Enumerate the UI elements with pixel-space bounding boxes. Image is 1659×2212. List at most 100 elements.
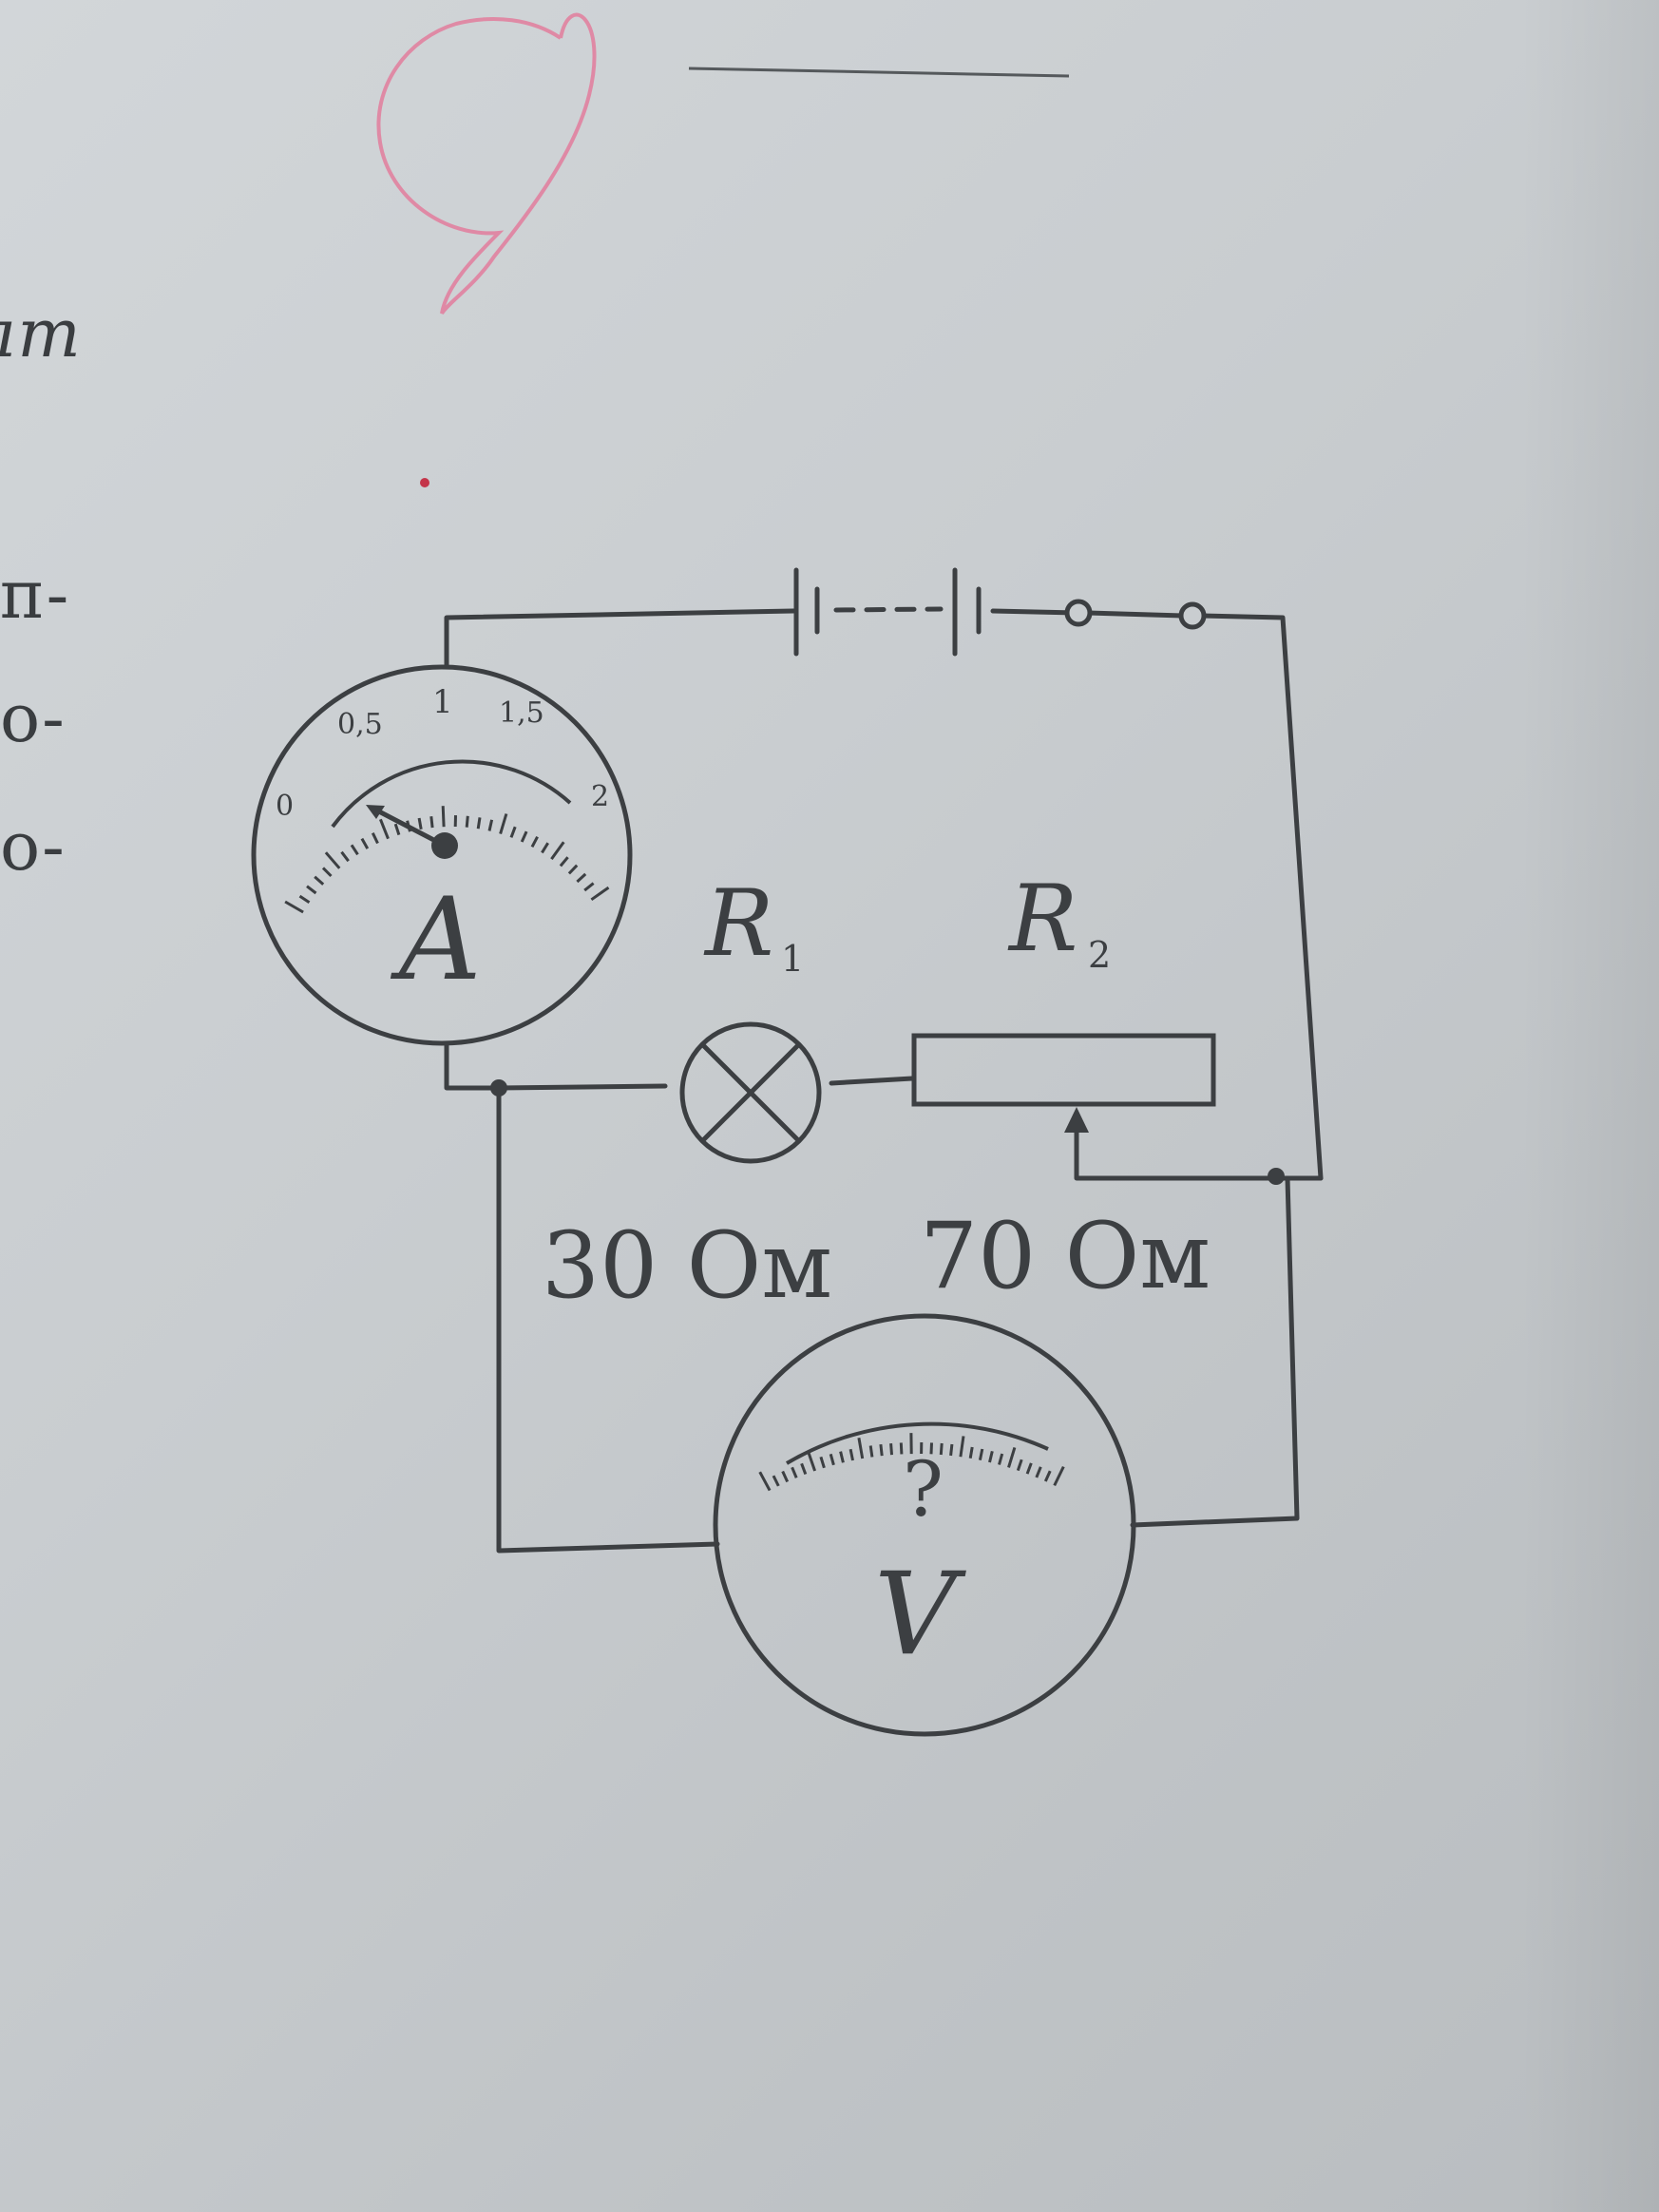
margin-fragment-3: о- (0, 679, 67, 757)
ammeter-scale-tick (476, 817, 482, 830)
voltmeter: ? V (713, 1313, 1136, 1737)
voltmeter-scale-tick (1053, 1465, 1065, 1487)
voltmeter-scale-tick (1035, 1466, 1042, 1478)
voltmeter-scale-tick (791, 1466, 798, 1478)
voltmeter-scale-tick (839, 1451, 845, 1463)
ammeter-scale-tick (314, 875, 325, 886)
ammeter-scale-label-0-5: 0,5 (337, 708, 383, 741)
margin-fragment-2: п- (0, 556, 71, 634)
switch-contact-left (1064, 599, 1093, 627)
ammeter-letter: A (390, 874, 482, 1006)
lamp-r1 (679, 1021, 822, 1164)
ammeter-scale-tick (441, 806, 446, 828)
ammeter-scale-tick (541, 842, 549, 854)
ammeter-scale-tick (324, 851, 341, 869)
ammeter-scale-tick (583, 882, 595, 892)
voltmeter-scale-tick (879, 1443, 884, 1457)
voltmeter-scale-tick (949, 1443, 954, 1457)
voltmeter-scale-tick (849, 1448, 854, 1461)
top-rule-line (688, 67, 1070, 78)
ammeter-scale-tick (393, 823, 401, 836)
rheostat-resistance: 70 Ом (920, 1203, 1211, 1309)
ammeter-scale-tick (559, 856, 569, 868)
voltmeter-scale-tick (868, 1445, 874, 1458)
ammeter-scale-tick (284, 900, 304, 914)
voltmeter-scale-tick (939, 1442, 944, 1456)
voltmeter-scale-tick (1043, 1470, 1052, 1482)
voltmeter-scale-tick (899, 1442, 904, 1455)
voltmeter-scale-tick (998, 1453, 1004, 1465)
ammeter-scale-tick (379, 818, 390, 840)
ammeter-scale-tick (509, 826, 517, 838)
rheostat-label: R (1007, 866, 1077, 972)
voltmeter-scale-tick (1016, 1459, 1023, 1472)
wire-battery-dashes (833, 606, 944, 613)
wire-voltmeter-to-right-node (1130, 1175, 1300, 1528)
wire-top-left (444, 608, 796, 670)
voltmeter-scale-tick (806, 1450, 817, 1472)
ammeter-scale-tick (499, 813, 508, 835)
wire-battery-to-switch (990, 608, 1079, 616)
page-shadow (1520, 0, 1659, 2212)
rheostat-r2 (911, 1033, 1216, 1107)
ammeter-scale-tick (340, 850, 350, 863)
voltmeter-scale-tick (800, 1462, 808, 1476)
junction-node-right (1268, 1168, 1285, 1185)
ammeter-scale-tick (429, 816, 434, 829)
voltmeter-scale-tick (889, 1442, 893, 1456)
battery-symbol (793, 567, 982, 657)
ammeter-scale-tick (321, 867, 333, 878)
ammeter-scale-label-1-5: 1,5 (499, 696, 544, 730)
voltmeter-letter: V (874, 1549, 966, 1681)
wire-slider-return (1074, 1152, 1324, 1181)
ammeter: 0 0,5 1 1,5 2 A (251, 664, 633, 1046)
ammeter-scale-tick (298, 894, 311, 905)
ammeter-pivot (431, 832, 458, 859)
ammeter-scale-label-1: 1 (432, 683, 453, 721)
switch-contact-right (1178, 601, 1207, 630)
rheostat-slider-arrow (1064, 1107, 1089, 1133)
ammeter-scale-tick (530, 835, 539, 849)
lamp-label: R (703, 870, 773, 977)
red-dot (420, 478, 429, 487)
voltmeter-scale-tick (1007, 1446, 1017, 1468)
voltmeter-reading: ? (903, 1445, 944, 1534)
voltmeter-scale-tick (988, 1450, 994, 1463)
rheostat-label-subscript: 2 (1088, 934, 1111, 976)
margin-fragment-4: о- (0, 808, 67, 886)
voltmeter-scale-ticks (758, 1433, 1065, 1492)
wire-between-switch-contacts (1085, 610, 1186, 619)
ammeter-scale-ticks (284, 806, 610, 914)
voltmeter-scale-tick (829, 1453, 835, 1466)
ammeter-scale-tick (576, 872, 587, 884)
junction-node-left (490, 1079, 507, 1096)
margin-fragment-1: ım (0, 295, 83, 372)
wire-left-to-voltmeter (496, 1085, 720, 1554)
ammeter-scale-label-2: 2 (591, 780, 609, 813)
wire-node-to-lamp (496, 1083, 668, 1091)
ammeter-scale-tick (360, 837, 370, 849)
wire-ammeter-to-node (444, 1040, 502, 1091)
ammeter-scale-tick (550, 841, 565, 860)
ammeter-scale-label-0: 0 (276, 790, 294, 823)
ammeter-scale-tick (371, 832, 379, 845)
ammeter-scale-tick (567, 864, 579, 875)
ammeter-scale-tick (350, 844, 359, 856)
voltmeter-scale-tick (857, 1438, 865, 1459)
ammeter-scale-tick (520, 830, 528, 843)
voltmeter-scale-tick (819, 1456, 826, 1469)
voltmeter-scale-tick (781, 1470, 790, 1483)
voltmeter-scale-tick (959, 1436, 965, 1458)
voltmeter-scale-tick (968, 1446, 974, 1459)
voltmeter-scale-tick (1025, 1462, 1033, 1475)
lamp-resistance: 30 Ом (542, 1212, 832, 1319)
voltmeter-scale-tick (929, 1442, 933, 1455)
voltmeter-scale-tick (772, 1475, 780, 1487)
ammeter-scale-tick (487, 819, 494, 831)
ammeter-scale-tick (590, 886, 610, 902)
ammeter-scale-tick (417, 817, 423, 830)
lamp-label-subscript: 1 (781, 938, 804, 980)
wire-right-side (1199, 613, 1324, 1181)
pink-pen-mark (376, 12, 597, 315)
